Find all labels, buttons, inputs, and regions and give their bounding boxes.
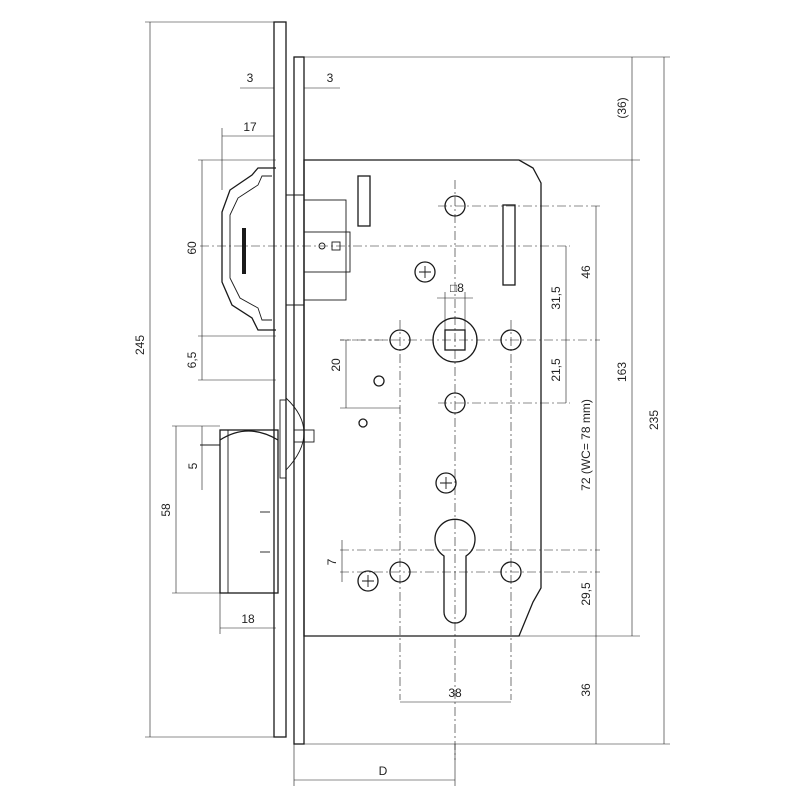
screw-middle-cross: [440, 477, 452, 489]
case-slot-top-left: [357, 175, 371, 227]
latch-keyhole: [242, 228, 246, 274]
screw-top: [414, 261, 436, 283]
label-plate-height: 235: [647, 410, 661, 430]
label-spindle-to-upper-hole: 46: [579, 265, 593, 279]
faceplate-slot: [279, 399, 287, 479]
center-lines: [200, 180, 600, 760]
deadbolt-rounded-head: [219, 430, 279, 441]
label-gap-latch-deadbolt: 6,5: [185, 351, 199, 368]
label-spindle-to-lower-hole: 21,5: [549, 358, 563, 382]
label-top-reference: (36): [615, 97, 629, 118]
label-cylinder-hole-spacing: 38: [448, 686, 462, 700]
deadbolt-curved-front: [285, 397, 305, 471]
cylinder-profile-hole: [434, 518, 476, 624]
label-latch-height: 60: [185, 241, 199, 255]
label-bolt-offset: 5: [186, 462, 200, 469]
inner-faceplate: [293, 56, 305, 745]
label-faceplate-left: 3: [247, 71, 254, 85]
deadbolt-body: [219, 429, 279, 594]
lock-holes: [357, 195, 522, 624]
label-case-height: 163: [615, 362, 629, 382]
latch-assembly: [221, 167, 351, 331]
label-bottom-margin: 36: [579, 683, 593, 697]
label-overall-height: 245: [133, 335, 147, 355]
deadbolt-assembly: [200, 397, 315, 594]
dimension-labels: 3 3 17 60 6,5 245 5 58 18 □8 20 31,5 46 …: [133, 71, 661, 778]
screw-bottom: [357, 570, 379, 592]
screw-top-cross: [419, 266, 431, 278]
latch-head: [221, 167, 276, 331]
label-spindle-square: □8: [450, 281, 464, 295]
label-distance-wc: 72 (WC= 78 mm): [579, 399, 593, 491]
label-cylinder-offset: 7: [325, 558, 339, 565]
case-outline: [303, 159, 542, 637]
label-cylinder-to-bottom: 29,5: [579, 582, 593, 606]
label-deadbolt-height: 58: [159, 503, 173, 517]
lock-case: [303, 159, 542, 637]
label-deadbolt-projection: 18: [241, 612, 255, 626]
latch-inner-contour: [229, 175, 272, 321]
label-backset: D: [379, 764, 388, 778]
label-spindle-to-top-hole: 31,5: [549, 286, 563, 310]
outer-faceplate: [273, 21, 287, 738]
small-hole-b: [358, 418, 368, 428]
latch-stem-inner: [303, 231, 351, 273]
small-hole-a: [373, 375, 385, 387]
deadbolt-tab: [293, 429, 315, 443]
screw-middle: [435, 472, 457, 494]
faceplate-assembly: [273, 21, 305, 745]
case-slot-top-right: [502, 204, 516, 286]
label-latch-projection: 17: [243, 120, 257, 134]
dimension-lines: [145, 21, 670, 786]
label-spindle-to-screw: 20: [329, 358, 343, 372]
label-faceplate-right: 3: [327, 71, 334, 85]
screw-bottom-cross: [362, 575, 374, 587]
